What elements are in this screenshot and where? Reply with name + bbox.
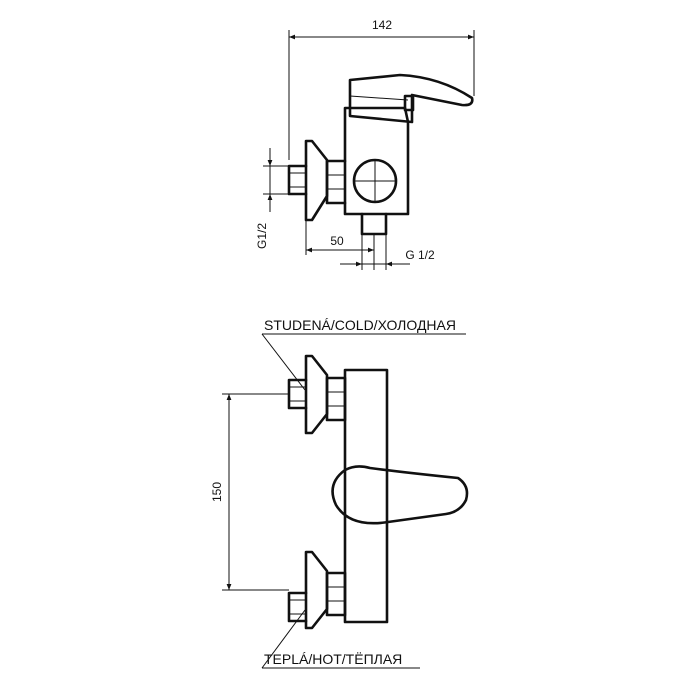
side-lever-handle bbox=[348, 73, 474, 124]
side-bottom-outlet bbox=[360, 212, 388, 236]
front-top-inlet-nipple bbox=[287, 378, 308, 410]
front-mixer-body bbox=[343, 368, 389, 624]
front-bottom-inlet-nipple bbox=[287, 591, 308, 623]
dim-overall-width: 142 bbox=[372, 18, 392, 32]
dim-thread-inlet: G1/2 bbox=[255, 223, 269, 249]
side-hex-nut bbox=[325, 159, 347, 205]
label-hot: TEPLÁ/HOT/ТЁПЛАЯ bbox=[264, 651, 402, 667]
front-bottom-nut bbox=[325, 571, 347, 617]
front-view: 150 STUDENÁ/COLD/ХОЛОДНАЯ TEPLÁ/HOT/ТЁПЛ… bbox=[210, 317, 469, 669]
front-top-flange bbox=[304, 354, 329, 435]
label-cold: STUDENÁ/COLD/ХОЛОДНАЯ bbox=[264, 317, 456, 333]
side-inlet-nipple bbox=[287, 164, 308, 196]
front-top-nut bbox=[325, 376, 347, 422]
front-bottom-flange bbox=[304, 550, 329, 630]
side-view: 142 G1/2 50 G 1/2 bbox=[255, 18, 475, 270]
front-lever-handle bbox=[331, 465, 469, 525]
dim-thread-outlet: G 1/2 bbox=[405, 248, 435, 262]
dim-inlet-spacing: 150 bbox=[210, 482, 224, 502]
side-wall-flange bbox=[304, 139, 329, 222]
dim-offset: 50 bbox=[330, 234, 344, 248]
